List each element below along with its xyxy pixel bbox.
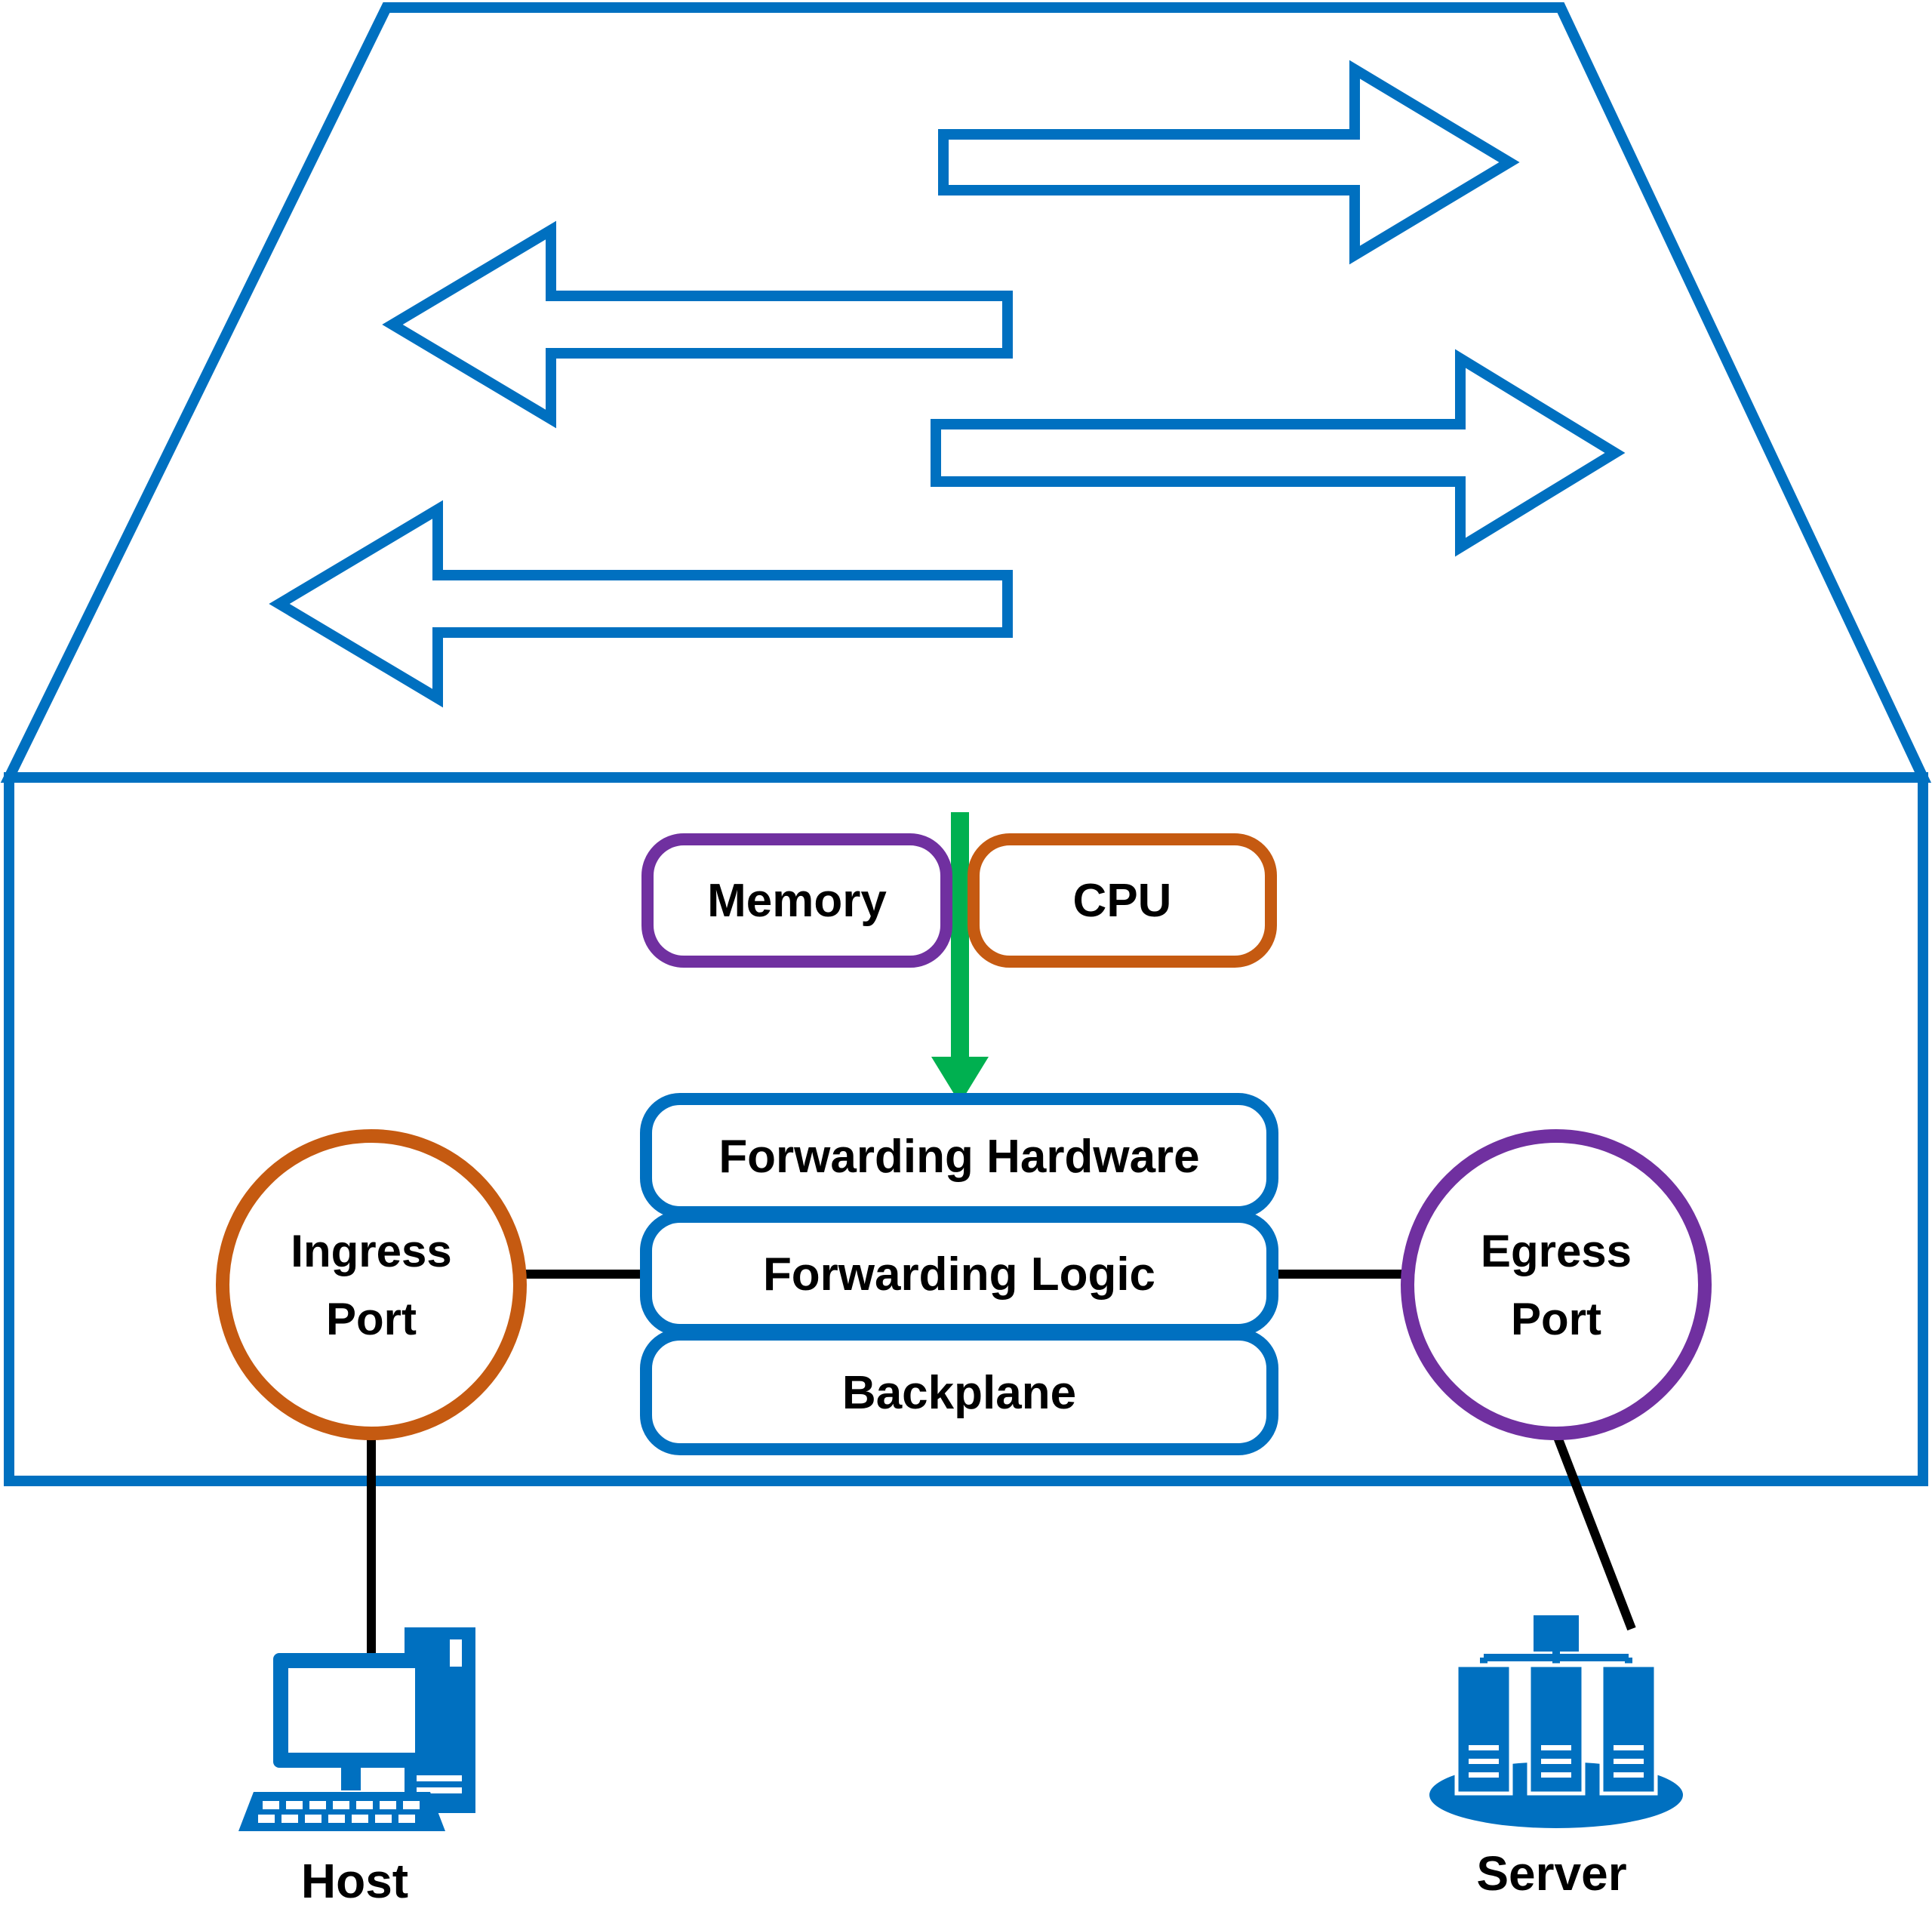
server-label: Server: [1476, 1846, 1626, 1901]
memory-box: [641, 833, 952, 968]
server-tower: [1599, 1663, 1658, 1796]
packet-flow-arrows-icon: [269, 60, 1626, 708]
computer-keyboard: [238, 1792, 445, 1831]
computer-monitor-stand: [341, 1768, 361, 1790]
ingress-port-circle: [216, 1129, 527, 1440]
switch-top-face: [0, 2, 1932, 783]
egress-port-label-line2: Port: [1511, 1294, 1601, 1344]
down-arrow-head-icon: [931, 1057, 989, 1104]
server-connectors: [1480, 1652, 1632, 1668]
packet-arrow-right-icon: [938, 60, 1520, 265]
ingress-port-label-line2: Port: [326, 1294, 417, 1344]
packet-arrow-right-icon: [931, 349, 1626, 557]
forwarding-stack: [640, 1093, 1278, 1455]
backplane-label: Backplane: [842, 1367, 1076, 1419]
computer-tower-vent: [417, 1775, 462, 1781]
egress-port-circle: [1401, 1129, 1712, 1440]
forwarding-logic-label: Forwarding Logic: [763, 1248, 1155, 1301]
server-tower: [1527, 1663, 1586, 1796]
computer-tower-slot: [450, 1639, 462, 1667]
egress-port-label-line1: Egress: [1481, 1226, 1632, 1276]
cpu-label: CPU: [1073, 875, 1172, 927]
forwarding-hardware-label: Forwarding Hardware: [718, 1131, 1199, 1183]
host-label: Host: [301, 1854, 408, 1908]
backplane-box: [640, 1328, 1278, 1455]
packet-arrow-left-icon: [269, 500, 1013, 708]
computer-tower-vent: [417, 1787, 462, 1793]
egress-to-server-line: [1552, 1431, 1636, 1631]
connector-lines: [367, 1270, 1636, 1658]
packet-arrow-left-icon: [382, 220, 1013, 429]
server-top-node: [1534, 1615, 1579, 1652]
desktop-computer-icon: [238, 1627, 475, 1831]
ingress-port-label-line1: Ingress: [291, 1226, 451, 1276]
memory-label: Memory: [707, 875, 887, 927]
cpu-box: [968, 833, 1277, 968]
server-tower: [1454, 1663, 1513, 1796]
server-vents: [1469, 1745, 1644, 1778]
server-rack-icon: [1429, 1615, 1683, 1828]
computer-keys: [258, 1801, 420, 1823]
computer-screen: [288, 1668, 415, 1753]
